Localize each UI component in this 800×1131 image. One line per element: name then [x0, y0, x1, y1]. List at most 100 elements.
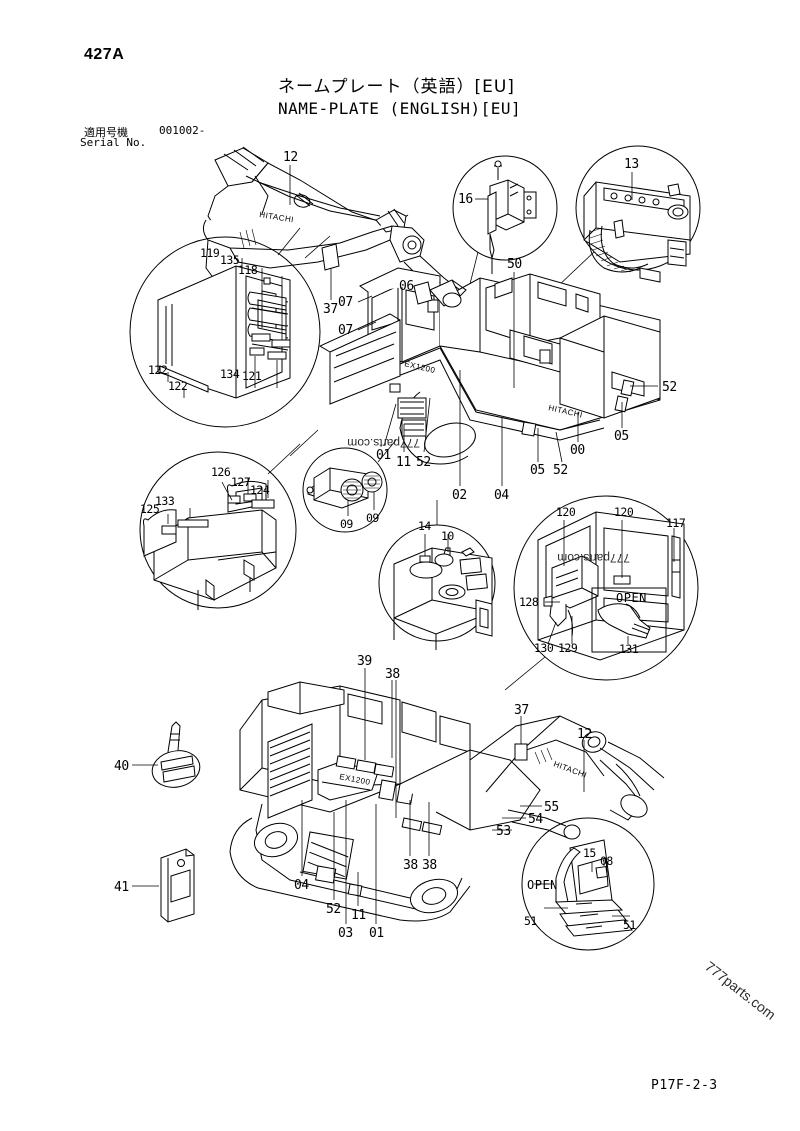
title-english: NAME-PLATE (ENGLISH)[EU] [278, 99, 522, 118]
ref-09-b: 09 [366, 511, 379, 525]
valve-drawing [487, 160, 537, 274]
ref-38-a: 38 [385, 667, 400, 682]
ref-51-a: 51 [524, 914, 537, 928]
ref-13: 13 [624, 157, 639, 172]
footer-page-code: P17F-2-3 [651, 1078, 718, 1093]
watermark-door: 777parts.com [557, 551, 630, 565]
detail-circle-pump [302, 447, 388, 533]
ref-00: 00 [570, 443, 585, 458]
boom-arm-assembly [202, 146, 461, 299]
door-drawing [537, 511, 685, 661]
detail-circle-valve [452, 155, 558, 261]
ref-122-b: 122 [168, 379, 187, 393]
ref-52-low: 52 [326, 902, 341, 917]
leader-01 [383, 403, 397, 447]
ref-37-boom: 37 [323, 302, 338, 317]
ref-07-a: 07 [338, 295, 353, 310]
ref-129: 129 [558, 641, 578, 655]
label-open-step: OPEN [527, 878, 558, 892]
ref-55: 55 [544, 800, 559, 815]
detail-pointer-pump [377, 439, 397, 463]
tank-drawing [393, 534, 493, 650]
ref-03: 03 [338, 926, 353, 941]
ref-38-b: 38 [403, 858, 418, 873]
key-tag-drawing [151, 721, 201, 788]
title-japanese: ネームプレート（英語）[EU] [278, 77, 515, 97]
ref-04-low: 04 [294, 878, 309, 893]
detail-circle-door [513, 495, 699, 681]
ref-120-a: 120 [556, 505, 576, 519]
ref-120-b: 120 [614, 505, 634, 519]
ref-118: 118 [238, 263, 258, 277]
detail-circle-cab-interior [129, 236, 321, 428]
ref-128: 128 [519, 595, 539, 609]
detail-pointer-engine [555, 251, 595, 289]
ref-07-b: 07 [338, 323, 353, 338]
ref-08: 08 [600, 854, 613, 868]
leader-52b [555, 431, 563, 463]
ref-53: 53 [496, 824, 511, 839]
ref-01-low: 01 [369, 926, 384, 941]
detail-pointer-cab [277, 227, 331, 259]
label-open-cab: OPEN [616, 591, 647, 605]
open-lever-drawing [597, 603, 651, 644]
ref-134: 134 [220, 367, 240, 381]
serial-label-jp: 適用号機 [84, 126, 128, 139]
cab-interior-drawing [157, 258, 291, 399]
ref-16: 16 [458, 192, 473, 207]
ref-130: 130 [534, 641, 554, 655]
ref-133: 133 [155, 494, 175, 508]
seat-drawing [143, 478, 277, 610]
ref-122-a: 122 [148, 363, 167, 377]
ref-39: 39 [357, 654, 372, 669]
ref-12-boom: 12 [283, 150, 298, 165]
serial-label-en: Serial No. [80, 136, 147, 149]
ref-04-body: 04 [494, 488, 509, 503]
ref-127: 127 [231, 475, 251, 489]
ref-119: 119 [200, 246, 220, 260]
ref-126: 126 [211, 465, 231, 479]
ref-40: 40 [114, 759, 129, 774]
ref-38-c: 38 [422, 858, 437, 873]
ref-11-low: 11 [351, 908, 366, 923]
detail-circle-step [521, 817, 655, 951]
ref-14: 14 [418, 519, 431, 533]
leader-52m [423, 397, 431, 453]
serial-number: 001002- [159, 124, 206, 137]
ref-12-low: 12 [577, 727, 592, 742]
ref-135: 135 [220, 253, 239, 267]
ref-11-body: 11 [396, 455, 411, 470]
pump-drawing [306, 467, 383, 516]
cab-brand-mark: EX1200 [404, 359, 437, 375]
plate-37 [321, 243, 340, 271]
main-body-assembly [318, 267, 661, 465]
ref-37-low: 37 [514, 703, 529, 718]
detail-pointer-door [504, 656, 546, 691]
ref-121: 121 [242, 369, 262, 383]
ref-52-right: 52 [662, 380, 677, 395]
page-code: 427A [84, 46, 125, 63]
inset-box-open [591, 587, 667, 653]
ref-41: 41 [114, 880, 129, 895]
watermark-body: 777parts.com [347, 436, 420, 450]
leader-07b [357, 321, 377, 331]
ref-125: 125 [140, 502, 159, 516]
detail-circle-seat [139, 451, 297, 609]
ref-06: 06 [399, 279, 414, 294]
ref-124: 124 [250, 483, 270, 497]
boom-brand-bottom: HITACHI [552, 759, 588, 779]
ref-02: 02 [452, 488, 467, 503]
ref-15: 15 [583, 846, 596, 860]
card-tag-drawing [160, 848, 195, 923]
ref-131: 131 [619, 642, 639, 656]
ref-51-b: 51 [623, 918, 636, 932]
leader-07a [357, 295, 373, 303]
ref-54: 54 [528, 812, 543, 827]
step-drawing [534, 839, 633, 937]
ref-10: 10 [441, 529, 454, 543]
ref-50: 50 [507, 257, 522, 272]
engine-drawing [583, 181, 691, 283]
detail-circle-engine [575, 145, 701, 271]
